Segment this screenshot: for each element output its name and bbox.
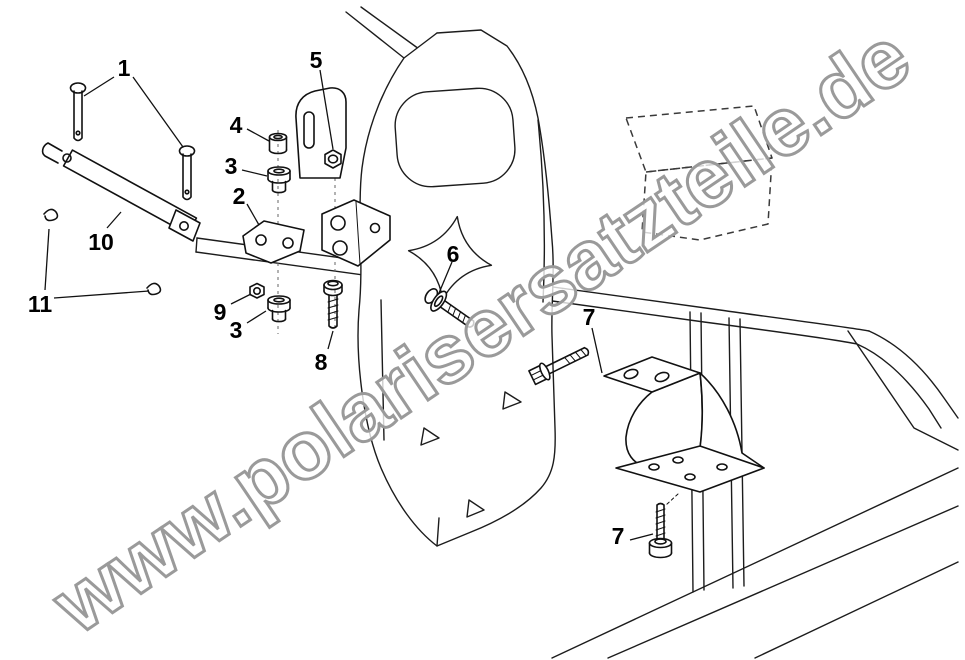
leader-11b [53,290,150,299]
callout-4: 4 [230,112,243,138]
part-bolt-6 [424,288,475,329]
callout-2: 2 [233,183,246,209]
callout-3-lower: 3 [230,317,243,343]
leader-3b [246,310,267,324]
part-bracket-plate-2 [242,220,305,264]
leader-4 [246,128,270,142]
leader-1a [83,76,115,97]
leader-10 [106,211,122,229]
leader-5 [319,69,334,150]
part-u-bracket-7 [603,356,765,506]
part-mount-hinge-bracket [321,199,391,267]
leader-8 [327,330,334,350]
leader-1b [132,76,184,148]
frame-x-cutout [407,215,493,301]
callout-9: 9 [214,299,227,325]
part-strap-bracket-5 [295,87,347,179]
leader-6 [438,261,453,294]
part-pin-1-left [69,82,87,142]
part-bolt-7-upper [528,346,590,386]
callout-1: 1 [118,55,131,81]
callout-3-upper: 3 [225,153,238,179]
callout-labels: 1 5 4 3 2 10 11 9 3 8 6 7 7 [28,47,625,549]
part-spacer-4 [268,132,288,155]
leader-7b [629,533,654,541]
part-link-arm-10 [41,142,201,242]
part-pin-1-right [178,145,196,201]
callout-7-upper: 7 [583,304,596,330]
part-cotter-pin-11-upper [43,208,59,222]
leader-3a [241,169,268,177]
part-bushing-3-upper [267,166,291,194]
callout-6: 6 [447,241,460,267]
leader-2 [246,203,260,226]
part-bolt-8 [323,279,343,329]
leader-lines [44,69,654,541]
leader-11a [44,228,50,291]
parts [41,82,765,559]
part-bolt-7-lower [648,502,673,559]
leader-9 [230,293,252,305]
part-cotter-pin-11-lower [146,282,162,296]
part-bushing-3-lower [267,295,291,323]
callout-7-lower: 7 [612,523,625,549]
part-nut-9 [249,282,265,299]
callout-5: 5 [310,47,323,73]
leader-7a [591,327,603,374]
callout-8: 8 [315,349,328,375]
callout-11: 11 [28,291,53,317]
callout-10: 10 [88,229,114,255]
frame-line-art [195,6,959,659]
